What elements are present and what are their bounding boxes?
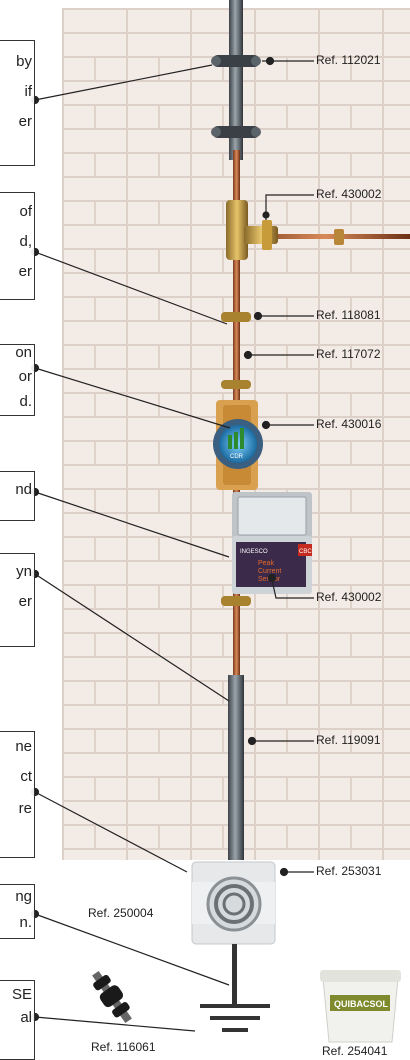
note-1-line-1: by [16, 53, 32, 70]
note-3-line-2: or [19, 368, 32, 385]
note-2-line-3: er [19, 263, 32, 280]
note-3-line-1: on [15, 344, 32, 361]
ref-label-quibacsol: Ref. 254041 [322, 1044, 387, 1058]
mast-clamp-lower [211, 126, 261, 138]
insulator-spacer [86, 967, 137, 1027]
ref-label-sensor-connector: Ref. 430002 [316, 590, 381, 604]
sensor-brand: INGESCO [240, 549, 268, 555]
note-1-line-3: er [19, 113, 32, 130]
note-4-line-1: nd [15, 481, 32, 498]
ref-label-protection-tube: Ref. 119091 [316, 733, 381, 747]
conductor-clip-1 [221, 312, 251, 322]
note-6-line-1: ne [15, 738, 32, 755]
note-8-line-1: SE [12, 986, 32, 1003]
ref-label-insulator: Ref. 116061 [91, 1040, 156, 1054]
note-7-line-2: n. [19, 914, 32, 931]
note-6-line-2: ct [20, 768, 32, 785]
ref-label-mast-clamp: Ref. 112021 [316, 53, 381, 67]
ref-label-strike-counter: Ref. 430016 [316, 417, 381, 431]
earth-electrode [200, 944, 270, 1032]
ref-label-inspection-box: Ref. 253031 [316, 864, 381, 878]
note-5-line-1: yn [16, 563, 32, 580]
sensor-line2: Current [258, 568, 281, 575]
inspection-box [192, 862, 275, 944]
note-2-line-2: d, [19, 233, 32, 250]
mast-clamp-upper [211, 55, 261, 67]
note-3-line-3: d. [19, 393, 32, 410]
conductor-clip-3 [221, 596, 251, 606]
strike-counter: CDR [213, 400, 263, 490]
conductor-clip-2 [221, 380, 251, 389]
ref-label-earth-electrode: Ref. 250004 [88, 906, 153, 920]
protection-tube [228, 675, 244, 860]
sensor-logo: CBC [299, 549, 312, 555]
ref-label-t-connector: Ref. 430002 [316, 187, 381, 201]
branch-clip [334, 229, 344, 245]
quibacsol-bucket: QUIBACSOL [320, 970, 401, 1042]
note-6-line-3: re [19, 800, 32, 817]
ref-label-copper-conductor: Ref. 117072 [316, 347, 381, 361]
note-5-line-2: er [19, 593, 32, 610]
ref-label-conductor-clip: Ref. 118081 [316, 308, 381, 322]
sensor-line1: Peak [258, 560, 274, 567]
note-7-line-1: ng [15, 888, 32, 905]
counter-label: CDR [230, 454, 244, 460]
t-connector [226, 200, 278, 260]
note-1-line-2: if [25, 83, 33, 100]
note-2-line-1: of [19, 203, 32, 220]
bucket-label: QUIBACSOL [334, 999, 389, 1009]
note-8-line-2: al [20, 1009, 32, 1026]
